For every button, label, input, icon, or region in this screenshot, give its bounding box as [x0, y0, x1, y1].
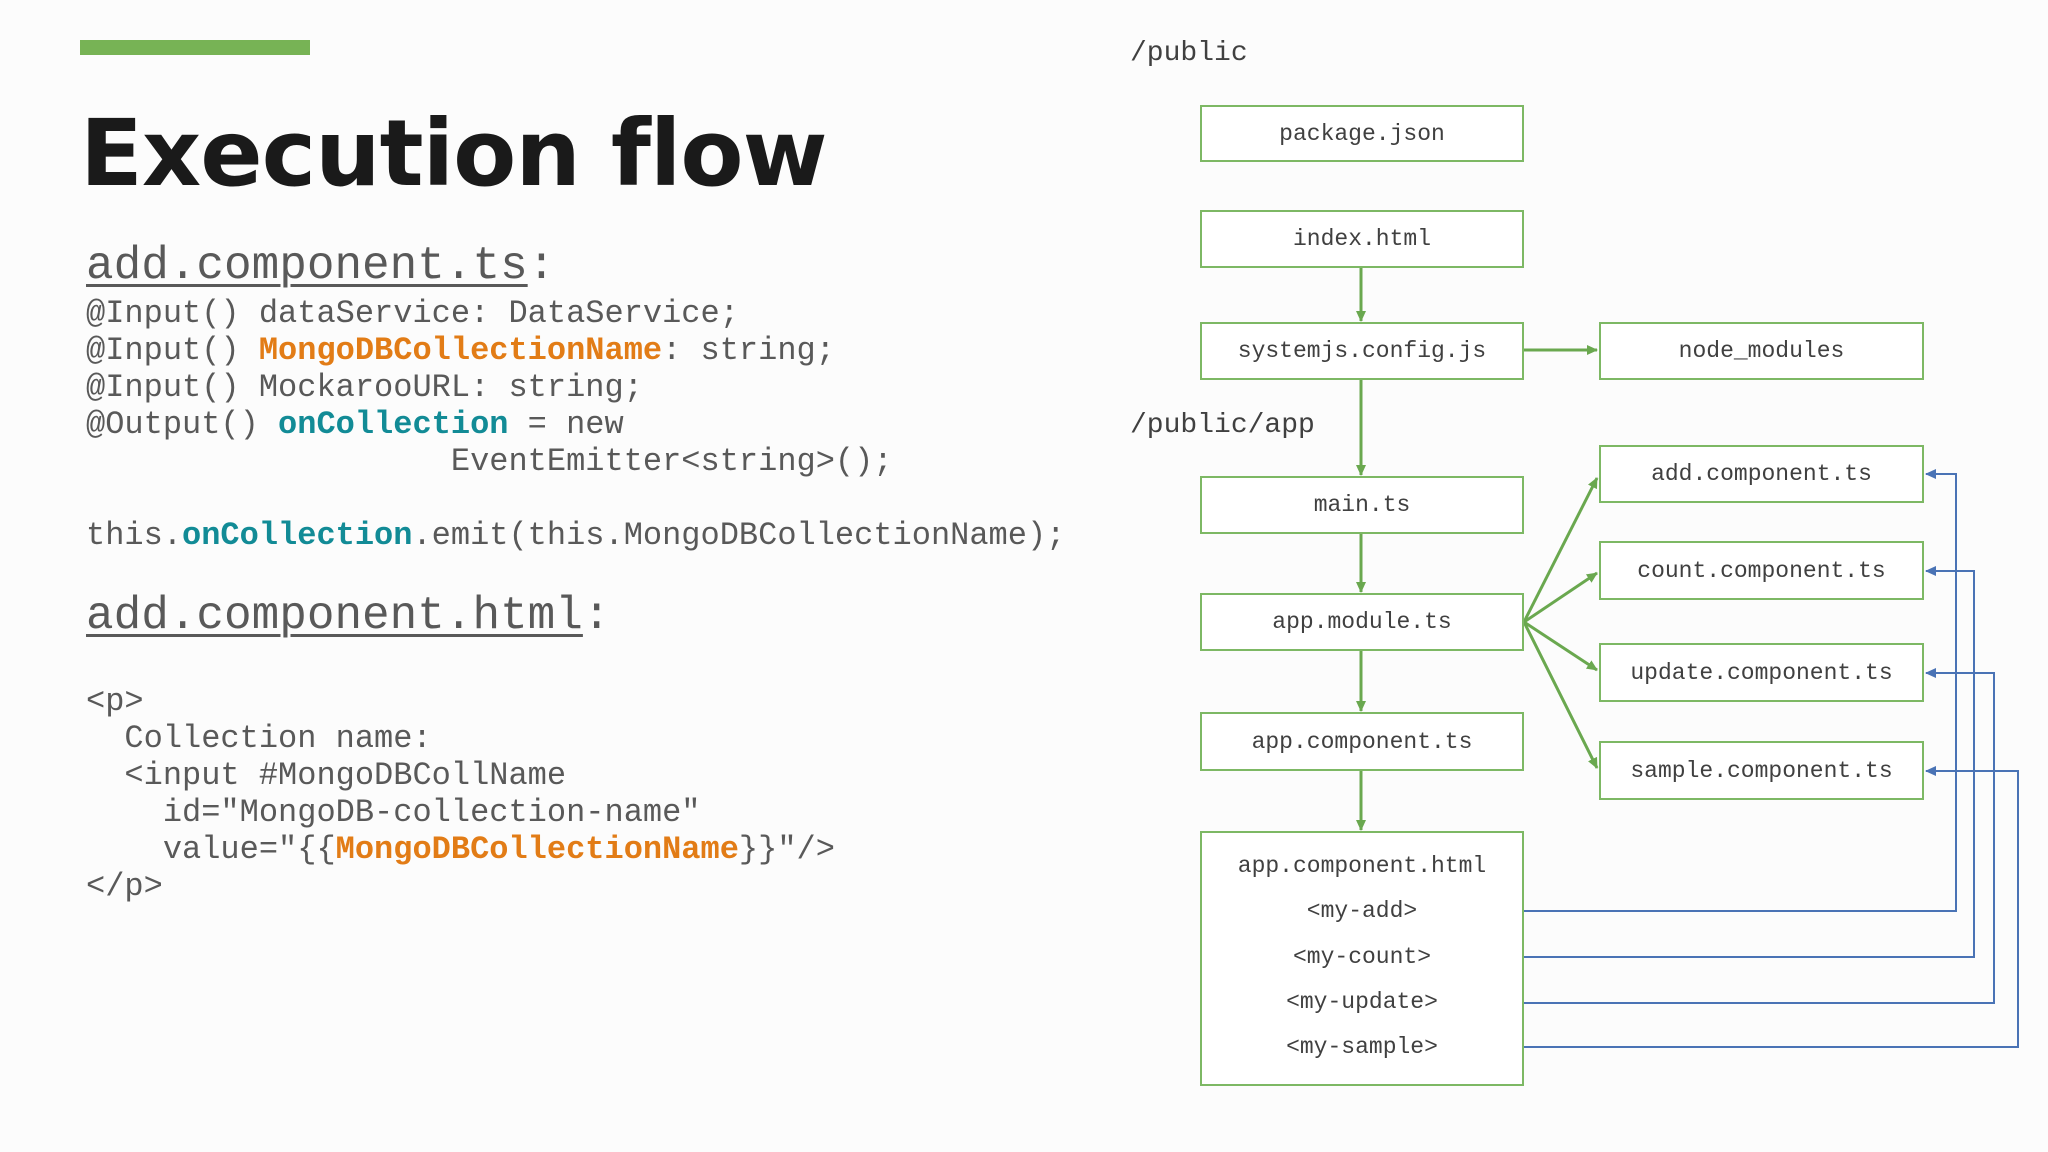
html-code-line: <p> [86, 683, 144, 720]
ts-file-heading: add.component.ts: [86, 240, 555, 292]
ts-code-line: @Input() MongoDBCollectionName: string; [86, 332, 835, 369]
node-app-component-html: app.component.html <my-add> <my-count> <… [1200, 831, 1524, 1086]
node-package-json: package.json [1200, 105, 1524, 162]
html-heading-colon: : [582, 590, 611, 642]
link-my-update-to-update-component [1470, 668, 1995, 1004]
ts-code-line: this.onCollection.emit(this.MongoDBColle… [86, 517, 1065, 554]
node-systemjs-config: systemjs.config.js [1200, 322, 1524, 380]
html-code-line: id="MongoDB-collection-name" [86, 794, 701, 831]
folder-label-public: /public [1130, 38, 1248, 69]
tag-my-sample: <my-sample> [1286, 1034, 1438, 1060]
node-add-component: add.component.ts [1599, 445, 1924, 503]
html-code-line: value="{{MongoDBCollectionName}}"/> [86, 831, 835, 868]
code-highlight: MongoDBCollectionName [258, 332, 663, 369]
node-count-component: count.component.ts [1599, 541, 1924, 600]
tag-my-count: <my-count> [1292, 944, 1432, 970]
html-file-name: add.component.html [86, 590, 583, 642]
node-update-component: update.component.ts [1599, 643, 1924, 702]
code-text: value="{{ [86, 831, 336, 868]
code-text: : string; [662, 332, 835, 369]
code-text: </p> [86, 868, 163, 905]
code-highlight: onCollection [182, 517, 413, 554]
html-code-line: Collection name: [86, 720, 432, 757]
link-my-count-to-count-component [1470, 566, 1975, 958]
node-app-module: app.module.ts [1200, 593, 1524, 651]
tag-my-add: <my-add> [1306, 898, 1418, 924]
node-main-ts: main.ts [1200, 476, 1524, 534]
slide-title: Execution flow [80, 100, 828, 207]
code-text: @Output() [86, 406, 279, 443]
code-text: EventEmitter<string>(); [86, 443, 893, 480]
folder-label-public-app: /public/app [1130, 410, 1315, 441]
node-index-html: index.html [1200, 210, 1524, 268]
node-node-modules: node_modules [1599, 322, 1924, 380]
ts-code-block: @Input() dataService: DataService; @Inpu… [0, 0, 2048, 554]
link-my-sample-to-sample-component [1470, 766, 2019, 1048]
arrow-app-module-to-add [1522, 477, 1599, 623]
ts-heading-colon: : [527, 240, 556, 292]
code-text: @Input() MockarooURL: string; [86, 369, 643, 406]
ts-file-name: add.component.ts [86, 240, 528, 292]
ts-code-line: EventEmitter<string>(); [86, 443, 893, 480]
node-sample-component: sample.component.ts [1599, 741, 1924, 800]
node-app-component-ts: app.component.ts [1200, 712, 1524, 771]
arrow-app-module-to-update [1523, 620, 1598, 672]
arrow-app-module-to-sample [1522, 621, 1599, 769]
code-text: @Input() dataService: DataService; [86, 295, 739, 332]
link-my-add-to-add-component [1470, 469, 1957, 912]
html-code-block: <p> Collection name: <input #MongoDBColl… [0, 144, 2048, 905]
code-text: Collection name: [86, 720, 432, 757]
code-text: = new [508, 406, 624, 443]
ts-code-line: @Input() MockarooURL: string; [86, 369, 643, 406]
html-code-line: </p> [86, 868, 163, 905]
code-text: }}"/> [738, 831, 835, 868]
code-highlight: MongoDBCollectionName [335, 831, 739, 868]
code-text: this. [86, 517, 183, 554]
code-highlight: onCollection [278, 406, 509, 443]
code-text: id="MongoDB-collection-name" [86, 794, 701, 831]
code-text: .emit(this.MongoDBCollectionName); [412, 517, 1066, 554]
tag-my-update: <my-update> [1286, 989, 1438, 1015]
html-code-line: <input #MongoDBCollName [86, 757, 566, 794]
title-accent-bar [80, 40, 310, 55]
ts-code-line: @Output() onCollection = new [86, 406, 624, 443]
arrow-app-module-to-count [1523, 571, 1598, 624]
code-text: <input #MongoDBCollName [86, 757, 567, 794]
code-text: <p> [86, 683, 144, 720]
app-component-html-title: app.component.html [1237, 853, 1487, 879]
code-text: @Input() [86, 332, 259, 369]
html-file-heading: add.component.html: [86, 590, 611, 642]
ts-code-line: @Input() dataService: DataService; [86, 295, 739, 332]
